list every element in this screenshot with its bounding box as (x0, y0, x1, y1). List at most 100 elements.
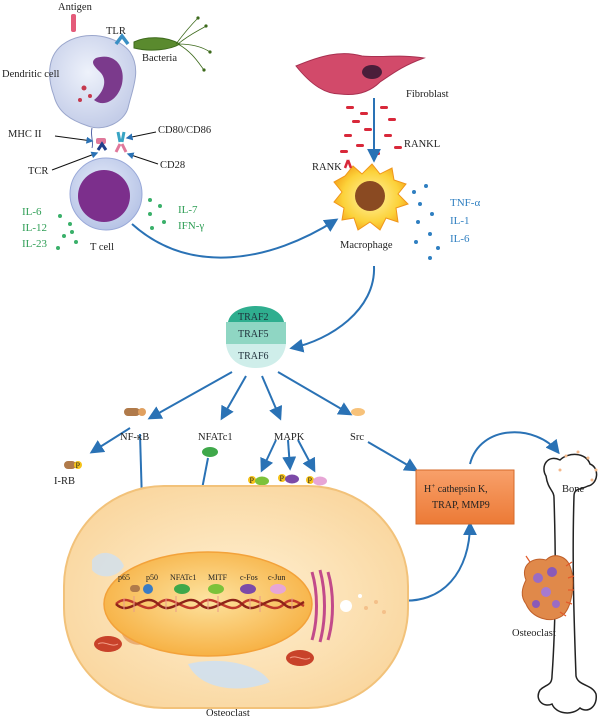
dendritic-cell-label: Dendritic cell (2, 69, 60, 80)
bone-osteoclast-label: Osteoclast (512, 628, 556, 639)
cytokine-tnf-alpha: TNF-α (450, 197, 480, 209)
p65-protein (130, 585, 140, 592)
fibroblast-nucleus (362, 65, 382, 79)
cjun-protein (270, 584, 286, 594)
nfkb-protein (124, 408, 140, 416)
cfos-protein (240, 584, 256, 594)
arrow-traf-to-src (277, 371, 353, 416)
arrow-src-to-enzymes (367, 441, 419, 472)
fibroblast (295, 53, 426, 95)
p50-protein (143, 584, 153, 594)
bone-erosion-dots (558, 450, 598, 482)
mapk-label: MAPK (274, 432, 305, 443)
cytokine-il12: IL-12 (22, 222, 47, 234)
antigen-label: Antigen (58, 2, 93, 13)
cytokine-il7: IL-7 (178, 204, 198, 216)
nfatc1-nuclear-label: NFATc1 (170, 573, 196, 582)
rankl-label: RANKL (404, 139, 440, 150)
antigen-marker (71, 14, 76, 32)
nfatc1-label: NFATc1 (198, 432, 233, 443)
bone-osteoclast-ruffles (525, 555, 575, 617)
bone-label: Bone (562, 484, 585, 495)
arrow-mapk-to-p2 (282, 439, 297, 471)
macrophage-cytokine-dots (412, 184, 440, 260)
transcription-factors (130, 584, 286, 594)
immune-section: Antigen Dendritic cell TLR Bacteria MHC … (2, 2, 339, 259)
p50-label: p50 (146, 573, 158, 582)
svg-text:P: P (250, 476, 255, 485)
arrow-enzymes-to-bone (469, 431, 560, 465)
macrophage-section: Fibroblast RANKL RANK Macrophage TNF-α I… (289, 53, 480, 353)
cytokine-dots-right (148, 198, 166, 230)
src-protein (351, 408, 365, 416)
dna-helix (115, 596, 305, 612)
cfos-label: c-Fos (240, 573, 258, 582)
phospho-mapk-2: P (278, 474, 299, 484)
dendritic-cell (49, 35, 137, 129)
tlr-label: TLR (106, 26, 126, 37)
mitf-label: MITF (208, 573, 228, 582)
tlr-receptor (114, 33, 130, 46)
macrophage-nucleus (355, 181, 385, 211)
svg-text:P: P (308, 476, 313, 485)
arrow-tcell-to-macrophage (131, 218, 339, 259)
cd28-pointer (126, 152, 159, 165)
enzyme-line-2: TRAP, MMP9 (432, 500, 490, 511)
irb-label: I-RB (54, 476, 75, 487)
immune-synapse (90, 127, 128, 153)
bone-osteoclast-nuclei (532, 567, 560, 608)
rank-label: RANK (312, 162, 342, 173)
traf2-label: TRAF2 (238, 312, 269, 323)
cytokine-il6-left: IL-6 (22, 206, 42, 218)
enzyme-line-1: H+ cathepsin K, (424, 482, 488, 495)
traf6-segment (226, 344, 286, 368)
phospho-mapk-3: P (306, 476, 327, 486)
pathway-nodes: NF-κB NFATc1 MAPK Src P I-RB P P P (54, 408, 365, 487)
cjun-label: c-Jun (268, 573, 285, 582)
phospho-mapk-1: P (248, 476, 269, 486)
mitf-protein (208, 584, 224, 594)
irb-protein (64, 461, 76, 469)
cd80-86-label: CD80/CD86 (158, 125, 211, 136)
t-cell-label: T cell (90, 242, 114, 253)
traf2-segment (228, 306, 284, 322)
rank-receptor (343, 159, 353, 169)
cytokine-il1: IL-1 (450, 215, 470, 227)
p65-label: p65 (118, 573, 130, 582)
traf5-segment (226, 322, 286, 344)
tcr-pointer (51, 151, 99, 171)
irb-phospho (74, 461, 82, 469)
arrow-nfkb-to-irb (89, 427, 131, 454)
arrow-traf-to-nfkb (147, 371, 233, 420)
arrow-osteoclast-to-enzymes (395, 521, 477, 602)
enzyme-box-bg (415, 469, 515, 525)
fibroblast-label: Fibroblast (406, 89, 449, 100)
nfkb-label: NF-κB (120, 432, 149, 443)
arrow-traf-to-mapk (261, 375, 283, 421)
osteoclast-cell-label: Osteoclast (206, 708, 250, 718)
arrow-traf-to-nfatc1 (220, 375, 247, 421)
nfatc1-protein (202, 447, 218, 457)
enzyme-box: H+ cathepsin K, TRAP, MMP9 (415, 469, 515, 525)
traf-complex: TRAF2 TRAF5 TRAF6 (226, 306, 286, 368)
mhc2-pointer (54, 135, 94, 144)
bacteria-label: Bacteria (142, 53, 177, 64)
nfkb-protein-b (138, 408, 146, 416)
src-label: Src (350, 432, 364, 443)
cytokine-dots-left (56, 214, 78, 250)
bacteria (133, 16, 212, 72)
arrow-mapk-to-p1 (260, 439, 277, 473)
traf6-label: TRAF6 (238, 351, 269, 362)
tcr-label: TCR (28, 166, 48, 177)
bone: Bone Osteoclast (512, 450, 598, 714)
cd80-86-pointer (125, 131, 157, 141)
t-cell-nucleus (78, 170, 130, 222)
mhc2-label: MHC II (8, 129, 42, 140)
arrow-mapk-to-p3 (297, 439, 316, 473)
arrow-macrophage-to-traf (289, 265, 376, 353)
cytokine-il6-right: IL-6 (450, 233, 470, 245)
nfatc1-nuclear-protein (174, 584, 190, 594)
cd28-label: CD28 (160, 160, 185, 171)
osteoclast-cell: p65 p50 NFATc1 MITF c-Fos c-Jun Osteocla… (63, 485, 409, 718)
